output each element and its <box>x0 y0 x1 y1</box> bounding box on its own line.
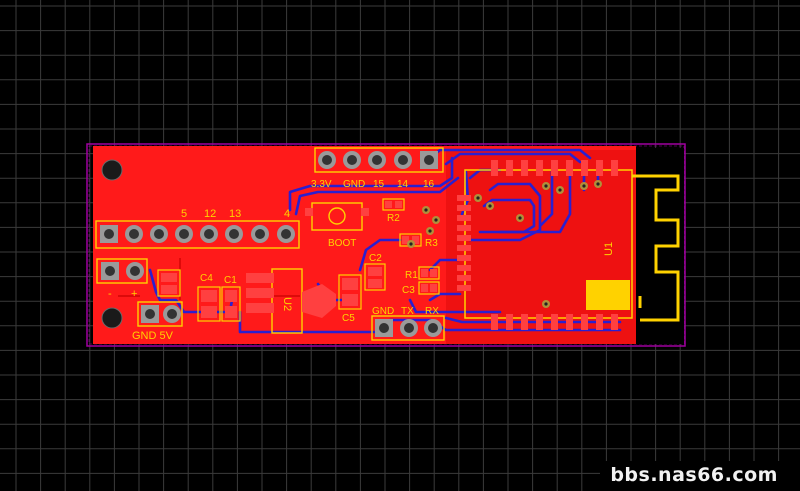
capacitor-c5: C5 <box>338 274 362 324</box>
u1-pad <box>611 314 618 330</box>
u1-pad <box>506 160 513 176</box>
capacitor-small-left <box>157 269 181 297</box>
capacitor-c2: C2 <box>364 253 386 291</box>
capacitor-c3: C3 <box>402 281 440 296</box>
capacitor-c4: C4 <box>197 273 221 322</box>
antenna-trace <box>632 174 680 322</box>
mounting-hole-top <box>101 159 123 181</box>
mounting-holes <box>101 159 123 329</box>
r2-label: R2 <box>387 213 400 224</box>
u1-pad <box>581 160 588 176</box>
uart-label-tx: TX <box>401 306 414 317</box>
header-left-label-4: 4 <box>284 208 290 220</box>
u1-pad <box>536 160 543 176</box>
u1-pad <box>457 265 471 271</box>
u1-pad <box>611 160 618 176</box>
u1-pad <box>581 314 588 330</box>
u1-pad <box>457 195 471 201</box>
u1-pad <box>457 235 471 241</box>
c4-label: C4 <box>200 273 213 284</box>
module-u1: U1 <box>457 160 633 330</box>
u1-pad <box>596 314 603 330</box>
boot-button: BOOT <box>305 202 369 249</box>
header-top-label-15: 15 <box>373 179 385 190</box>
power-minus-label: - <box>108 288 112 300</box>
u1-pad <box>506 314 513 330</box>
u1-pad <box>536 314 543 330</box>
uart-header: GND TX RX <box>371 306 445 341</box>
c2-label: C2 <box>369 253 382 264</box>
resistor-r2: R2 <box>382 198 405 224</box>
c3-label: C3 <box>402 285 415 296</box>
u1-label: U1 <box>603 242 615 256</box>
u1-pad <box>596 160 603 176</box>
regulator-u2: U2 <box>246 268 336 334</box>
u1-pad <box>457 275 471 281</box>
c1-label: C1 <box>224 275 237 286</box>
u1-pad <box>491 160 498 176</box>
header-left-label-12: 12 <box>204 208 216 220</box>
u1-pad <box>457 225 471 231</box>
power-input-label: GND 5V <box>132 330 174 342</box>
u1-pads <box>457 160 618 330</box>
header-top-label-14: 14 <box>397 179 409 190</box>
c5-label: C5 <box>342 313 355 324</box>
u1-pad <box>457 205 471 211</box>
header-top-pins <box>318 151 438 169</box>
mounting-hole-bottom <box>101 307 123 329</box>
header-left-label-13: 13 <box>229 208 241 220</box>
power-input-header: GND 5V <box>132 301 183 342</box>
u2-label: U2 <box>281 297 293 311</box>
u1-pad <box>457 215 471 221</box>
header-left-pins <box>100 225 295 243</box>
u1-pad <box>521 160 528 176</box>
watermark-text: bbs.nas66.com <box>610 464 778 486</box>
u1-pad <box>491 314 498 330</box>
header-top-label-gnd: GND <box>343 179 365 190</box>
u1-pad <box>457 245 471 251</box>
header-top: 3.3V GND 15 14 16 <box>311 147 444 190</box>
header-left-label-5: 5 <box>181 208 187 220</box>
header-top-label-3v3: 3.3V <box>311 179 332 190</box>
r3-label: R3 <box>425 238 438 249</box>
u1-pad <box>457 285 471 291</box>
uart-label-gnd: GND <box>372 306 394 317</box>
boot-button-label: BOOT <box>328 238 356 249</box>
u1-pad <box>566 160 573 176</box>
u1-pad <box>566 314 573 330</box>
capacitor-c1: C1 <box>221 275 241 322</box>
r1-label: R1 <box>405 270 418 281</box>
power-plus-label: + <box>131 288 137 300</box>
u1-pad <box>551 314 558 330</box>
u1-pad <box>521 314 528 330</box>
header-left: 5 12 13 4 <box>95 208 300 249</box>
resistor-r1: R1 <box>405 266 440 281</box>
header-top-label-16: 16 <box>423 179 435 190</box>
vias <box>407 180 602 308</box>
uart-label-rx: RX <box>425 306 439 317</box>
watermark-background <box>600 461 800 491</box>
u1-pad <box>551 160 558 176</box>
u1-pad <box>457 255 471 261</box>
power-connector: - + <box>96 258 148 300</box>
